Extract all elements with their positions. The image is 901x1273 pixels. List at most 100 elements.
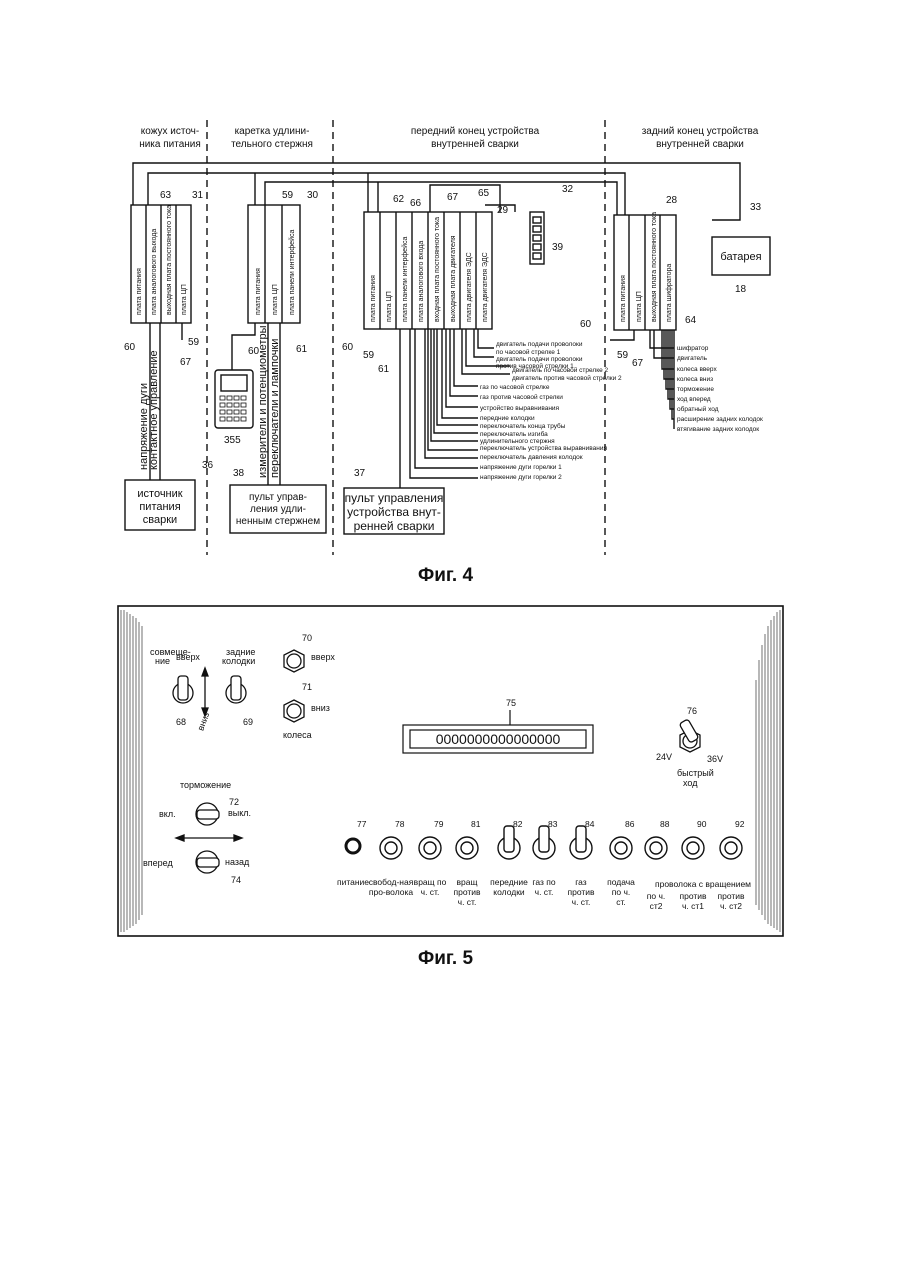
s4-card-2: выходная плата постоянного тока bbox=[651, 212, 658, 322]
battery-label: батарея bbox=[720, 251, 761, 263]
button-label: передние bbox=[490, 877, 528, 887]
s3-card-7: плата двигателя ЭДС bbox=[482, 252, 489, 322]
front-signal: напряжение дуги горелки 2 bbox=[480, 474, 562, 481]
align-label-2: ние bbox=[155, 656, 170, 666]
num-67: 67 bbox=[447, 192, 459, 203]
num-66: 66 bbox=[410, 198, 422, 209]
button-label: ч. ст. bbox=[572, 897, 591, 907]
pendant-line1: пульт управ- bbox=[249, 492, 307, 503]
button-label: ч. ст. bbox=[421, 887, 440, 897]
front-signal: напряжение дуги горелки 1 bbox=[480, 464, 562, 471]
button-number: 92 bbox=[735, 819, 745, 829]
front-signal: двигатель по часовой стрелке 2 bbox=[512, 366, 609, 374]
s3-card-0: плата питания bbox=[370, 275, 377, 322]
num-61c: 61 bbox=[378, 364, 390, 375]
button-label: вращ bbox=[457, 877, 478, 887]
num-63: 63 bbox=[160, 190, 172, 201]
button-number: 88 bbox=[660, 819, 670, 829]
s3-card-2: плата панели интерфейса bbox=[401, 237, 409, 322]
front-signal: устройство выравнивания bbox=[480, 404, 560, 412]
s2-card-1: плата ЦП bbox=[272, 284, 279, 315]
front-signal: по часовой стрелке 1 bbox=[496, 348, 561, 356]
num-60d: 60 bbox=[580, 319, 592, 330]
rear-signal: колеса вверх bbox=[677, 366, 717, 373]
button-label: колодки bbox=[493, 887, 525, 897]
section-label-4a: задний конец устройства bbox=[642, 126, 759, 137]
button-label: вращ по bbox=[414, 877, 447, 887]
num-61b: 61 bbox=[296, 344, 308, 355]
num-64d: 64 bbox=[685, 315, 697, 326]
button-label: ч. ст. bbox=[535, 887, 554, 897]
rear-signal: ход вперед bbox=[677, 396, 711, 403]
num-31: 31 bbox=[192, 190, 204, 201]
wheels-label: колеса bbox=[283, 730, 312, 740]
num-39: 39 bbox=[552, 242, 564, 253]
display-39 bbox=[530, 212, 544, 264]
button-number: 77 bbox=[357, 819, 367, 829]
s3-card-6: плата двигателя ЭДС bbox=[466, 252, 473, 322]
num-59c: 59 bbox=[363, 350, 375, 361]
button-label: газ по bbox=[532, 877, 555, 887]
button-label: по ч. bbox=[647, 891, 665, 901]
s1-card-3: плата ЦП bbox=[181, 284, 188, 315]
button-number: 83 bbox=[548, 819, 558, 829]
s3-card-5: выходная плата двигателя bbox=[450, 235, 457, 322]
s3-card-1: плата ЦП bbox=[386, 291, 393, 322]
power-box-line2: питания bbox=[139, 501, 180, 513]
button-label: против bbox=[717, 891, 745, 901]
button-label: против bbox=[453, 887, 481, 897]
num-75: 75 bbox=[506, 698, 516, 708]
pendant-line3: ненным стержнем bbox=[236, 516, 320, 527]
num-60c: 60 bbox=[342, 342, 354, 353]
section-label-3b: внутренней сварки bbox=[431, 139, 519, 150]
front-signal: передние колодки bbox=[480, 415, 535, 422]
num-33: 33 bbox=[750, 202, 762, 213]
num-74: 74 bbox=[231, 875, 241, 885]
num-71: 71 bbox=[302, 682, 312, 692]
wire-label-contact: контактное управление bbox=[148, 350, 160, 470]
section-label-2a: каретка удлини- bbox=[235, 126, 310, 137]
num-67a: 67 bbox=[180, 357, 192, 368]
button-number: 86 bbox=[625, 819, 635, 829]
rear-signal: шифратор bbox=[677, 345, 709, 352]
v36-label: 36V bbox=[707, 754, 723, 764]
s3-card-3: плата аналогового входа bbox=[418, 241, 425, 322]
front-signal: переключатель устройства выравнивания bbox=[480, 444, 607, 452]
brake-on: вкл. bbox=[159, 809, 176, 819]
button-label: против bbox=[679, 891, 707, 901]
button-label: ст. bbox=[616, 897, 626, 907]
rear-signal: расширение задних колодок bbox=[677, 416, 763, 423]
num-59a: 59 bbox=[188, 337, 200, 348]
rear-signal: двигатель bbox=[677, 355, 708, 362]
wire-group-label: проволока с вращением bbox=[655, 879, 751, 889]
button-label: по ч. bbox=[612, 887, 630, 897]
num-67d: 67 bbox=[632, 358, 644, 369]
num-72: 72 bbox=[229, 797, 239, 807]
num-65: 65 bbox=[478, 188, 490, 199]
button-number: 78 bbox=[395, 819, 405, 829]
front-signal: двигатель подачи проволоки bbox=[496, 341, 583, 348]
button-label: питание bbox=[337, 877, 369, 887]
fig4-diagram bbox=[125, 120, 770, 555]
motor-cable bbox=[430, 185, 500, 212]
button-number: 82 bbox=[513, 819, 523, 829]
num-30: 30 bbox=[307, 190, 319, 201]
section-label-3a: передний конец устройства bbox=[411, 126, 540, 137]
button-label: ст2 bbox=[650, 901, 663, 911]
num-76: 76 bbox=[687, 706, 697, 716]
s2-card-0: плата питания bbox=[255, 268, 262, 315]
num-36: 36 bbox=[202, 460, 214, 471]
fast-label: быстрый bbox=[677, 768, 714, 778]
num-37: 37 bbox=[354, 468, 366, 479]
s4-card-1: плата ЦП bbox=[636, 291, 643, 322]
button-label: газ bbox=[575, 877, 587, 887]
num-70: 70 bbox=[302, 633, 312, 643]
num-355: 355 bbox=[224, 435, 241, 446]
num-32: 32 bbox=[562, 184, 574, 195]
num-68: 68 bbox=[176, 717, 186, 727]
button-label: свобод-ная bbox=[369, 877, 414, 887]
num-29: 29 bbox=[497, 205, 509, 216]
num-38: 38 bbox=[233, 468, 245, 479]
num-59d: 59 bbox=[617, 350, 629, 361]
s3-card-4: входная плата постоянного тока bbox=[434, 217, 441, 322]
